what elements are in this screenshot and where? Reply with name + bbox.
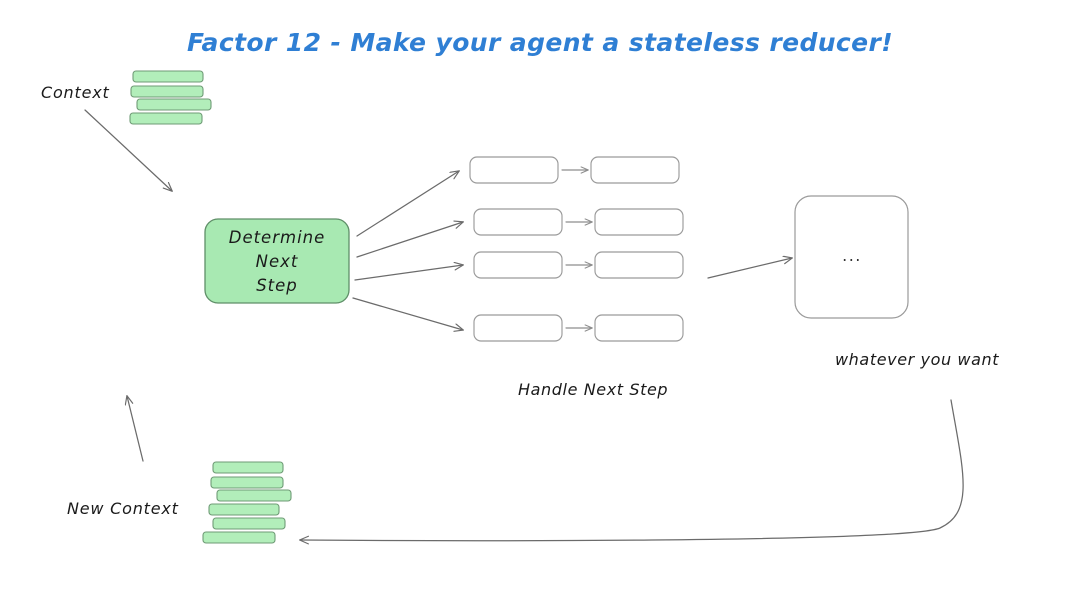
context-label: Context bbox=[41, 83, 110, 102]
determine-next-step-label[interactable]: Determine Next Step bbox=[205, 219, 349, 303]
handler-3-left-box[interactable] bbox=[473, 251, 563, 279]
page-title: Factor 12 - Make your agent a stateless … bbox=[186, 28, 894, 57]
new-context-to-decision-arrow bbox=[127, 396, 144, 462]
whatever-you-want-label: whatever you want bbox=[835, 350, 1000, 369]
new-context-stack bbox=[202, 461, 292, 544]
output-box[interactable] bbox=[794, 195, 909, 319]
new-context-bar-1 bbox=[212, 461, 284, 474]
handler-2-right-box[interactable] bbox=[594, 208, 684, 236]
decision-line-3: Step bbox=[256, 275, 298, 295]
new-context-label: New Context bbox=[67, 499, 179, 518]
decision-to-row-3-arrow bbox=[354, 265, 463, 281]
context-stack bbox=[129, 70, 212, 125]
handler-rows bbox=[469, 156, 684, 342]
new-context-bar-6 bbox=[202, 531, 276, 544]
context-bar-2 bbox=[130, 85, 204, 98]
handler-3-right-box[interactable] bbox=[594, 251, 684, 279]
new-context-bar-5 bbox=[212, 517, 286, 530]
new-context-bar-2 bbox=[210, 476, 284, 489]
decision-to-row-2-arrow bbox=[356, 222, 463, 258]
new-context-bar-3 bbox=[216, 489, 292, 502]
determine-next-step-box[interactable] bbox=[204, 218, 350, 304]
handle-next-step-label: Handle Next Step bbox=[518, 380, 669, 399]
handler-1-left-box[interactable] bbox=[469, 156, 559, 184]
output-feedback-loop-arrow bbox=[300, 399, 964, 541]
context-bar-4 bbox=[129, 112, 203, 125]
new-context-bar-4 bbox=[208, 503, 280, 516]
handler-4-right-box[interactable] bbox=[594, 314, 684, 342]
decision-to-row-1-arrow bbox=[356, 171, 459, 237]
decision-line-2: Next bbox=[255, 251, 299, 271]
decision-to-row-4-arrow bbox=[352, 297, 463, 330]
handler-1-right-box[interactable] bbox=[590, 156, 680, 184]
ellipsis-label: ... bbox=[842, 246, 862, 265]
rows-to-output-arrow bbox=[707, 258, 792, 279]
context-bar-1 bbox=[132, 70, 204, 83]
handler-2-left-box[interactable] bbox=[473, 208, 563, 236]
determine-next-step-node[interactable] bbox=[204, 218, 350, 304]
context-bar-3 bbox=[136, 98, 212, 111]
output-node[interactable] bbox=[794, 195, 909, 319]
context-to-decision-arrow bbox=[84, 109, 172, 191]
arrows bbox=[84, 109, 964, 541]
decision-line-1: Determine bbox=[228, 227, 326, 247]
handler-4-left-box[interactable] bbox=[473, 314, 563, 342]
